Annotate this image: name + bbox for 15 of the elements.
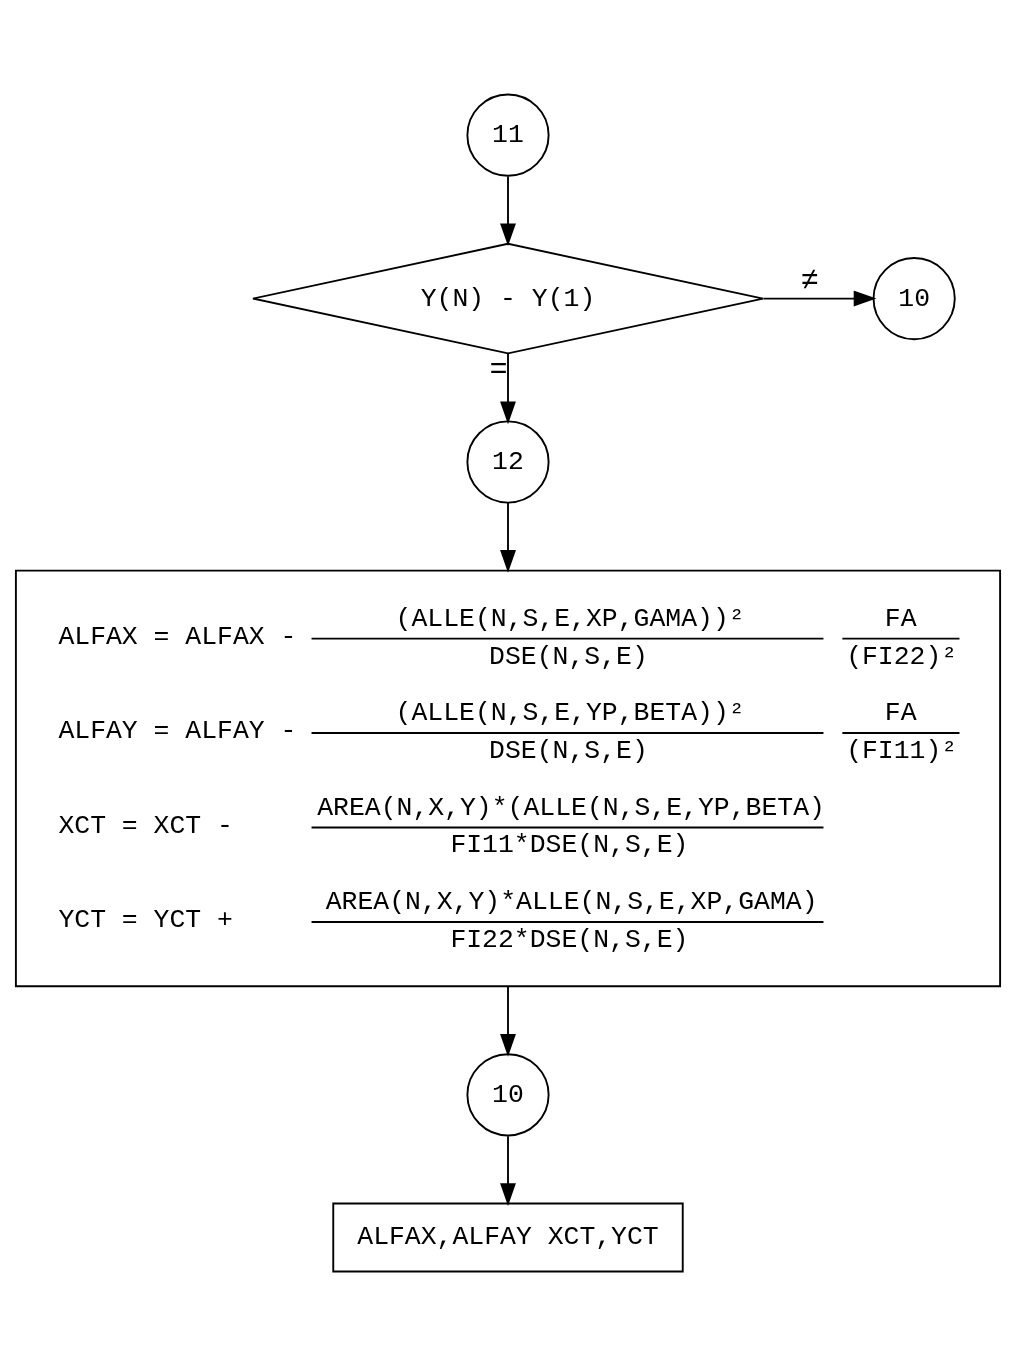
edge-label: ≠ xyxy=(800,263,819,298)
arrow xyxy=(500,1135,516,1206)
arrow xyxy=(500,501,516,573)
node-circle: 11 xyxy=(466,93,550,177)
arrow xyxy=(500,175,516,247)
node-box: ALFAX,ALFAY XCT,YCT xyxy=(332,1202,684,1273)
node-diamond: Y(N) - Y(1) xyxy=(252,242,764,355)
node-box: ALFAX = ALFAX - (ALLE(N,S,E,XP,GAMA))² DSE(N,S,E) FA (FI22)² ALFAY = ALFAY - (ALLE(N,S,E,YP,BETA))² DSE(N,S,E) FA (FI11)² XCT = XCT - AREA(N,X,Y)*(ALLE(N,S,E,YP,BETA) FI11*DSE(N,S,E) YCT = YCT + AREA(N,X,Y)*ALLE(N,S,E,XP,GAMA) FI22*DSE(N,S,E) xyxy=(14,569,1002,988)
node-circle: 12 xyxy=(466,420,550,504)
arrow xyxy=(500,352,516,425)
arrow xyxy=(762,290,877,307)
edge-label: = xyxy=(489,352,508,387)
arrow xyxy=(500,985,516,1057)
node-circle: 10 xyxy=(872,257,956,341)
node-circle: 10 xyxy=(466,1053,550,1137)
